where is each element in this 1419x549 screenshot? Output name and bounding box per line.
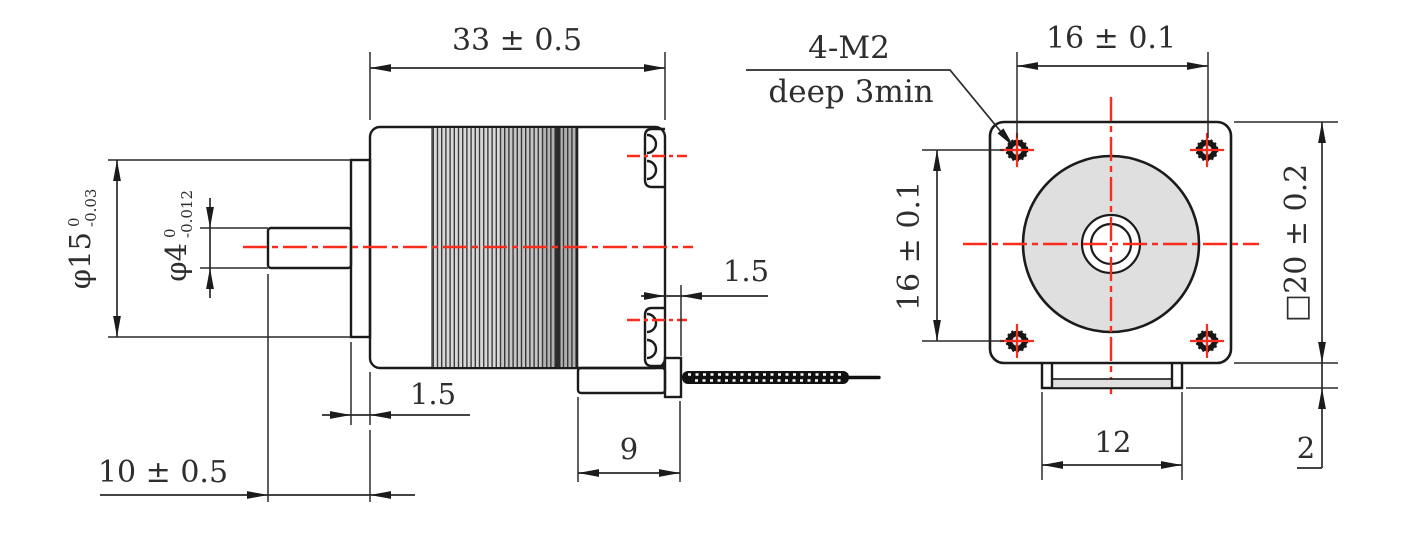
dim-shaft-length-label: 10 ± 0.5: [98, 455, 228, 490]
dim-pilot-length-label: 1.5: [410, 377, 456, 411]
dim-pilot-diameter-tol-upper: 0: [65, 217, 83, 227]
rear-pcb-block: [576, 366, 667, 395]
dim-pilot-diameter: φ15 0 -0.03: [63, 159, 351, 338]
motor-shaft: [266, 226, 353, 270]
dim-pilot-diameter-tol-lower: -0.03: [82, 189, 100, 227]
callout-m2-line1: 4-M2: [808, 30, 890, 66]
dim-shaft-diameter-tol-upper: 0: [161, 228, 179, 238]
dim-pilot-length: 1.5: [322, 342, 470, 425]
callout-m2-line2: deep 3min: [768, 74, 933, 110]
dim-tab-width-label: 12: [1095, 425, 1132, 459]
dim-body-length: 33 ± 0.5: [369, 23, 666, 120]
pilot-boss: [349, 158, 372, 339]
mounting-hole-bottom-left: [1000, 324, 1034, 358]
dim-tab-height: 2: [1186, 363, 1338, 469]
front-view: 4-M2 deep 3min 16 ± 0.1 16 ± 0.1: [746, 21, 1338, 480]
dim-pilot-diameter-label: φ15: [63, 232, 97, 289]
callout-m2-holes: 4-M2 deep 3min: [746, 30, 1014, 147]
dim-body-square-label: □20 ± 0.2: [1279, 164, 1314, 322]
mounting-hole-top-right: [1190, 133, 1224, 167]
dim-rear-section-length: 9: [577, 397, 681, 482]
dim-hole-spacing-h-label: 16 ± 0.1: [1046, 21, 1176, 56]
dim-tab-width: 12: [1041, 392, 1183, 480]
dim-hole-spacing-vertical: 16 ± 0.1: [892, 149, 1004, 342]
screw-hole-notch-bottom: [643, 306, 665, 368]
dim-hole-spacing-horizontal: 16 ± 0.1: [1016, 21, 1209, 138]
lead-wires: [682, 371, 881, 384]
dim-rear-protrusion: 1.5: [641, 254, 769, 356]
dim-shaft-diameter: φ4 0 -0.012: [159, 190, 268, 298]
dim-hole-spacing-v-label: 16 ± 0.1: [892, 181, 927, 311]
dim-shaft-diameter-tol-lower: -0.012: [178, 190, 196, 238]
connector-block: [663, 356, 683, 399]
dim-rear-protrusion-label: 1.5: [723, 254, 769, 288]
mounting-holes: [1000, 133, 1224, 358]
dim-rear-section-label: 9: [620, 432, 638, 466]
dim-tab-height-label: 2: [1297, 431, 1315, 465]
dim-body-square-size: □20 ± 0.2: [1234, 121, 1338, 364]
mounting-hole-bottom-right: [1190, 324, 1224, 358]
dim-shaft-diameter-label: φ4: [159, 243, 193, 282]
screw-hole-notch-top: [643, 127, 665, 189]
side-view: 33 ± 0.5 φ15 0 -0.03 φ4 0 -0.: [63, 23, 881, 502]
connector-tab-front: [1040, 363, 1184, 390]
dim-shaft-length: 10 ± 0.5: [98, 274, 415, 502]
dim-body-length-label: 33 ± 0.5: [452, 23, 582, 58]
